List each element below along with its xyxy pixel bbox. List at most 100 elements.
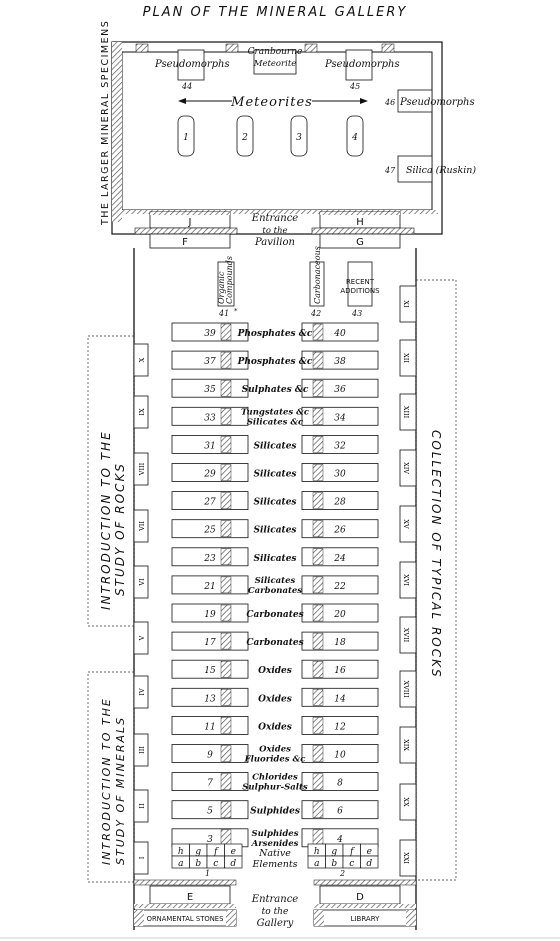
row-label: Oxides bbox=[258, 722, 292, 732]
row-label: Carbonates bbox=[248, 586, 302, 596]
row-label: Oxides bbox=[259, 745, 291, 755]
hatch-right bbox=[312, 773, 324, 790]
case-number-right: 36 bbox=[334, 385, 346, 395]
case-number-right: 30 bbox=[334, 470, 346, 480]
hatch-left bbox=[220, 380, 232, 397]
hatch-left bbox=[220, 576, 232, 594]
row-label: Phosphates &c bbox=[237, 329, 313, 339]
left-wall-numeral: X bbox=[138, 357, 146, 362]
gallery-entrance-1: Entrance bbox=[251, 894, 299, 905]
gallery-entrance-2: to the bbox=[262, 907, 289, 917]
hatch-left bbox=[220, 351, 232, 369]
left-wall-numeral: VI bbox=[138, 578, 146, 587]
meteorites-label: Meteorites bbox=[230, 95, 313, 110]
pseudomorphs-left-label: Pseudomorphs bbox=[154, 59, 230, 70]
hatch-left bbox=[220, 323, 232, 341]
right-wall-numeral: XV bbox=[402, 519, 410, 529]
native-letter: g bbox=[195, 847, 201, 857]
row-label: Silicates bbox=[253, 441, 296, 451]
row-label: Sulphides bbox=[251, 829, 298, 839]
case-number-left: 39 bbox=[204, 329, 216, 339]
hatch-left bbox=[220, 492, 232, 509]
rocks-intro-label-2: STUDY OF ROCKS bbox=[113, 462, 127, 596]
library-label: LIBRARY bbox=[351, 915, 381, 923]
meteorite-case-number: 1 bbox=[183, 133, 189, 143]
left-wall-numeral: V bbox=[138, 635, 146, 641]
case-47-pavilion bbox=[397, 155, 433, 183]
row-label: Silicates bbox=[253, 470, 296, 480]
ornamental-label: ORNAMENTAL STONES bbox=[147, 915, 224, 923]
hatch-left bbox=[220, 436, 232, 453]
case-number-left: 3 bbox=[207, 835, 213, 845]
row-label: Fluorides &c bbox=[244, 755, 307, 765]
block-f bbox=[149, 233, 231, 249]
block-f-label: F bbox=[182, 237, 188, 248]
case-number-left: 25 bbox=[203, 526, 216, 536]
hatch-left bbox=[220, 773, 232, 790]
native-cell bbox=[224, 855, 243, 869]
case-number-right: 24 bbox=[333, 554, 346, 564]
case-43-number: 43 bbox=[351, 309, 362, 318]
row-label: Sulphides bbox=[250, 807, 300, 817]
case-number-right: 8 bbox=[337, 779, 343, 789]
larger-specimens-label: THE LARGER MINERAL SPECIMENS bbox=[100, 20, 111, 226]
pavilion-entrance-2: to the bbox=[262, 226, 287, 236]
left-wall-case bbox=[133, 452, 149, 486]
case-47-label: Silica (Ruskin) bbox=[406, 165, 476, 176]
minerals-intro-label-1: INTRODUCTION TO THE bbox=[100, 697, 113, 865]
case-number-right: 6 bbox=[337, 807, 343, 817]
native-letter: h bbox=[314, 847, 320, 857]
right-wall-numeral: XVI bbox=[402, 574, 410, 586]
cranbourne-case bbox=[253, 49, 297, 75]
case-44-number: 44 bbox=[181, 82, 192, 91]
case-44 bbox=[177, 49, 205, 81]
case-42 bbox=[309, 261, 325, 307]
case-number-right: 16 bbox=[334, 666, 346, 676]
case-number-left: 7 bbox=[207, 779, 213, 789]
row-label: Carbonates bbox=[246, 610, 303, 620]
hatch-right bbox=[312, 492, 324, 509]
recent-label-1: RECENT bbox=[346, 278, 375, 286]
row-label: Oxides bbox=[258, 666, 292, 676]
native-letter: d bbox=[366, 859, 372, 869]
meteorite-case bbox=[290, 115, 308, 157]
pavilion-entrance-3: Pavilion bbox=[254, 237, 295, 248]
hatch-left bbox=[220, 520, 232, 537]
case-43 bbox=[347, 261, 373, 307]
pavilion-inner-wall bbox=[121, 51, 433, 211]
row-label: Silicates bbox=[253, 526, 296, 536]
cranbourne-label-2: Meteorite bbox=[253, 59, 297, 69]
case-45 bbox=[345, 49, 373, 81]
hatch-right bbox=[312, 380, 324, 397]
hatch-right bbox=[312, 661, 324, 678]
case-number-right: 22 bbox=[333, 582, 346, 592]
right-wall-numeral: XIII bbox=[402, 406, 410, 419]
left-wall-numeral: III bbox=[138, 746, 146, 754]
row-label: Carbonates bbox=[246, 638, 303, 648]
case-number-right: 38 bbox=[334, 357, 346, 367]
case-number-right: 26 bbox=[333, 526, 346, 536]
hatch-left bbox=[220, 829, 232, 846]
case-42-label: Carbonaceous bbox=[313, 246, 322, 304]
native-letter: g bbox=[331, 847, 337, 857]
right-wall-numeral: XVII bbox=[402, 628, 410, 643]
row-label: Sulphur-Salts bbox=[242, 783, 308, 793]
meteorite-case bbox=[236, 115, 254, 157]
native-letter: b bbox=[331, 859, 337, 869]
right-wall-numeral: XXI bbox=[402, 852, 410, 864]
case-number-left: 27 bbox=[203, 498, 216, 508]
native-letter: f bbox=[213, 847, 219, 857]
pavilion-entrance-1: Entrance bbox=[251, 213, 299, 224]
meteorite-case-number: 2 bbox=[241, 133, 248, 143]
hatch-left bbox=[220, 604, 232, 622]
case-number-left: 35 bbox=[204, 385, 216, 395]
native-letter: c bbox=[349, 859, 354, 869]
native-letter: a bbox=[314, 859, 319, 869]
native-left-number: 1 bbox=[205, 869, 210, 878]
right-wall-numeral: XVIII bbox=[402, 680, 410, 697]
native-letter: b bbox=[195, 859, 201, 869]
